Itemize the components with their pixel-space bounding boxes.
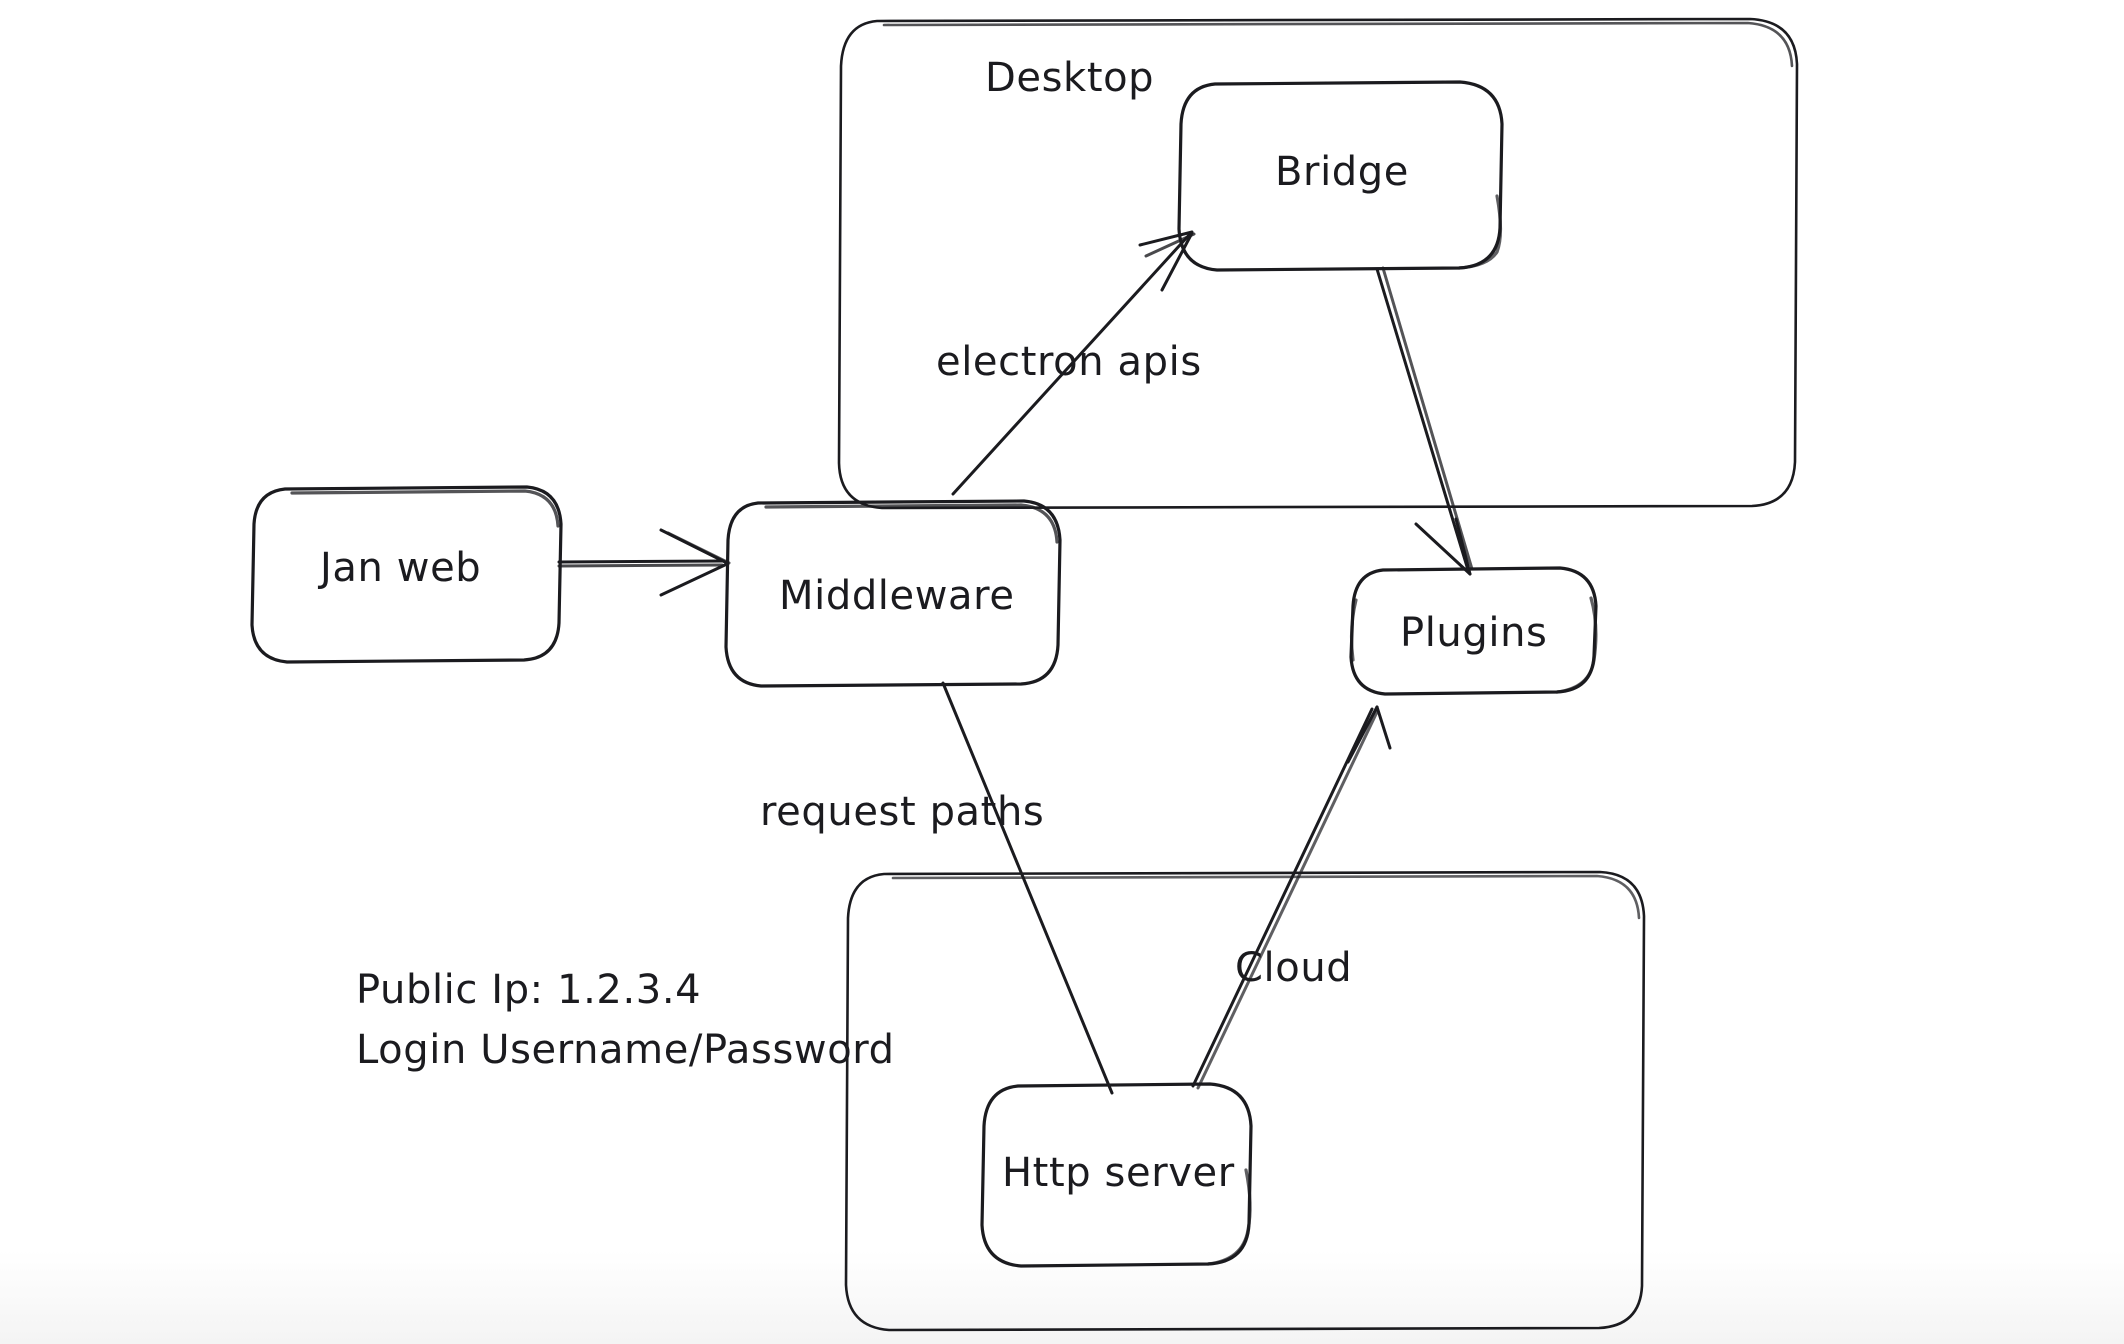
arrowhead-left xyxy=(1414,522,1472,576)
node-bridge[interactable]: Bridge xyxy=(1177,80,1504,272)
node-middleware-outline-sketch xyxy=(764,503,1059,544)
node-http-server-label: Http server xyxy=(1002,1150,1235,1196)
desktop-group-label: Desktop xyxy=(985,55,1154,101)
node-bridge-label: Bridge xyxy=(1275,149,1409,195)
node-jan-web-outline xyxy=(250,485,563,664)
desktop-group-outline xyxy=(837,17,1799,510)
node-plugins-outline-sketch-2 xyxy=(1349,598,1358,662)
group-cloud[interactable] xyxy=(844,870,1646,1332)
edge-bridge-to-plugins[interactable] xyxy=(1375,266,1474,576)
node-jan-web[interactable]: Jan web xyxy=(250,485,563,664)
edge-httpserver-to-plugins[interactable]: Cloud xyxy=(1191,705,1392,1090)
node-middleware[interactable]: Middleware xyxy=(724,499,1062,688)
arrowhead-upper xyxy=(1138,230,1194,247)
note-login: Login Username/Password xyxy=(356,1027,895,1073)
edge-label-electron-apis: electron apis xyxy=(936,339,1202,385)
edge-middleware-to-httpserver[interactable]: request paths xyxy=(760,681,1114,1095)
edge-line-sketch xyxy=(1196,710,1379,1090)
note-public-ip: Public Ip: 1.2.3.4 xyxy=(356,967,701,1013)
node-http-server[interactable]: Http server xyxy=(980,1082,1253,1268)
node-middleware-outline xyxy=(724,499,1062,688)
edge-janweb-to-middleware[interactable] xyxy=(557,528,731,597)
node-plugins-label: Plugins xyxy=(1400,610,1547,656)
arrowhead-right xyxy=(1454,517,1472,576)
node-jan-web-label: Jan web xyxy=(317,545,481,591)
arrowhead-upper-sketch xyxy=(666,531,731,565)
edge-line-sketch xyxy=(557,563,724,568)
edge-line xyxy=(1375,267,1470,572)
edge-middleware-to-bridge[interactable]: electron apis xyxy=(936,230,1202,496)
node-plugins-outline-sketch xyxy=(1555,596,1598,694)
arrowhead-mid-sketch xyxy=(1144,232,1196,258)
group-desktop[interactable]: Desktop xyxy=(837,17,1799,510)
node-http-server-outline-sketch xyxy=(1206,1168,1252,1266)
node-bridge-outline-sketch xyxy=(1457,194,1503,270)
edge-label-cloud: Cloud xyxy=(1235,945,1352,991)
edge-line xyxy=(1191,707,1374,1088)
arrowhead-right xyxy=(1375,705,1392,750)
desktop-group-outline-sketch xyxy=(882,21,1794,68)
arrowhead-lower xyxy=(1160,231,1194,292)
cloud-group-outline xyxy=(844,870,1646,1332)
edge-line xyxy=(941,681,1114,1095)
arrowhead-left xyxy=(1346,705,1379,764)
edge-line xyxy=(951,232,1192,496)
arrowhead-lower xyxy=(659,562,729,597)
node-jan-web-outline-sketch xyxy=(290,489,560,528)
node-middleware-label: Middleware xyxy=(779,573,1015,619)
cloud-group-outline-sketch xyxy=(891,874,1641,920)
edge-line xyxy=(557,559,725,564)
node-plugins[interactable]: Plugins xyxy=(1349,566,1598,696)
notes-block: Public Ip: 1.2.3.4 Login Username/Passwo… xyxy=(356,967,895,1073)
edge-label-request-paths: request paths xyxy=(760,789,1044,835)
